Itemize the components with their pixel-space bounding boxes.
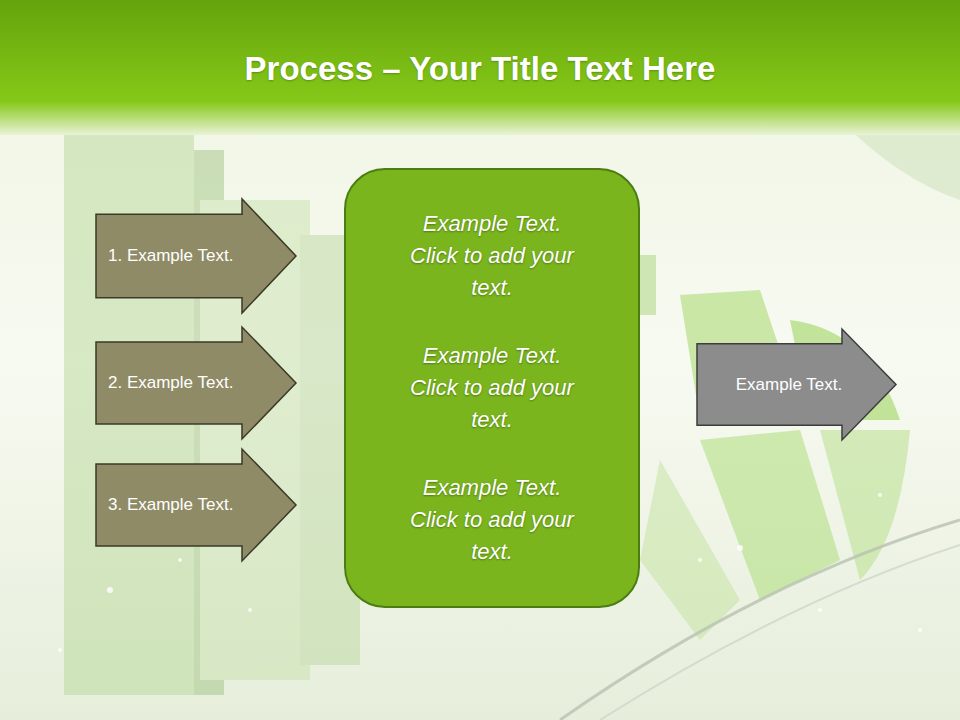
- step-arrow: 3. Example Text.: [95, 448, 297, 562]
- arrow-outline: [697, 329, 896, 440]
- arrow-label: Example Text.: [736, 375, 842, 395]
- box-outline: [345, 169, 639, 607]
- arrow-outline: [96, 327, 296, 439]
- arrow-label: 3. Example Text.: [108, 495, 233, 515]
- step-arrow: 2. Example Text.: [95, 326, 297, 440]
- arrow-label: 1. Example Text.: [108, 246, 233, 266]
- slide-title: Process – Your Title Text Here: [0, 50, 960, 88]
- box-text: Example Text. Click to add your text.: [402, 340, 582, 436]
- box-text: Example Text. Click to add your text.: [402, 472, 582, 568]
- box-text: Example Text. Click to add your text.: [402, 208, 582, 304]
- process-box: Example Text. Click to add your text. Exa…: [344, 168, 640, 608]
- arrow-outline: [96, 199, 296, 313]
- step-arrow: 1. Example Text.: [95, 198, 297, 314]
- arrow-outline: [96, 449, 296, 561]
- result-arrow: Example Text.: [696, 328, 897, 441]
- arrow-label: 2. Example Text.: [108, 373, 233, 393]
